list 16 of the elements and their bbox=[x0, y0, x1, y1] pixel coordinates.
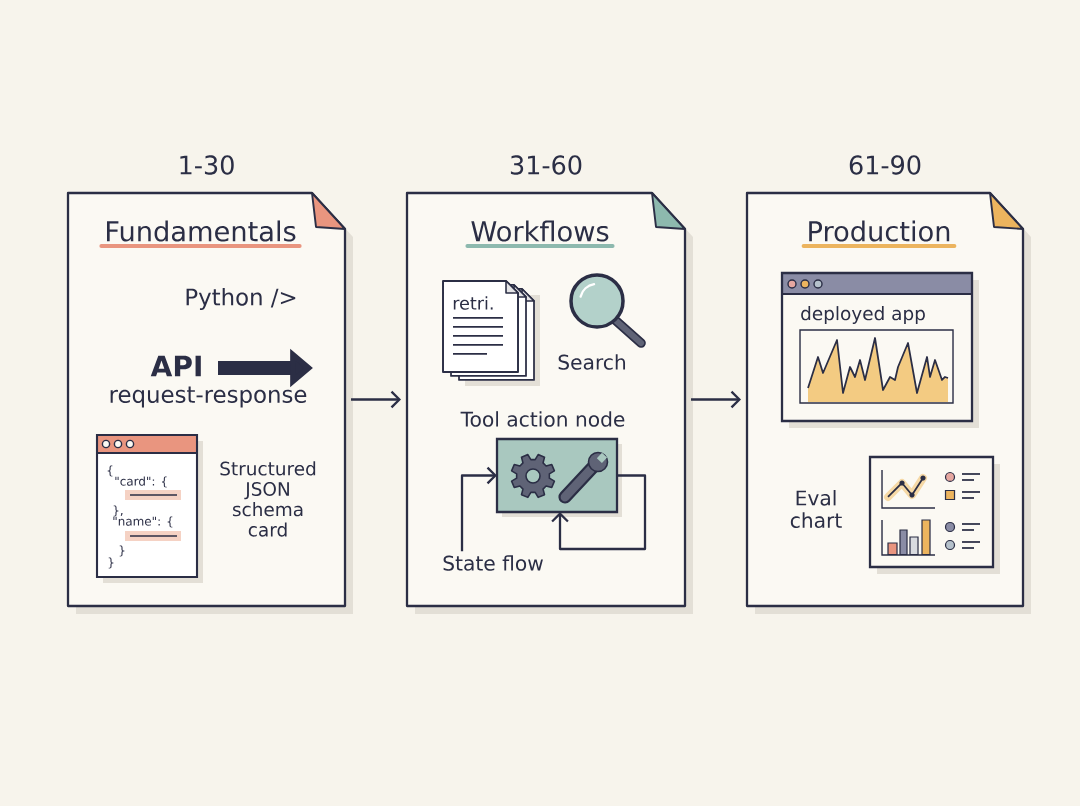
caption-text: Eval chart bbox=[790, 490, 842, 528]
text-label: request-response bbox=[110, 386, 307, 408]
node-label: Tool action node bbox=[460, 411, 625, 427]
code-window: { "card": { }, "name": { } } bbox=[95, 433, 203, 583]
arrow bbox=[691, 390, 741, 409]
loop-arrow bbox=[551, 474, 647, 551]
flow-arrow bbox=[460, 466, 497, 552]
caption-text: Structured JSON schema card bbox=[220, 461, 316, 537]
flow-label: State flow bbox=[443, 555, 543, 571]
range-label: 1-30 bbox=[180, 155, 234, 175]
document-stack: retri. bbox=[442, 280, 540, 386]
range-label: 31-60 bbox=[510, 155, 582, 175]
range-label: 61-90 bbox=[849, 155, 921, 175]
arrow bbox=[351, 390, 401, 409]
text-label: Python /> bbox=[186, 287, 296, 311]
text-label: API bbox=[150, 355, 201, 377]
